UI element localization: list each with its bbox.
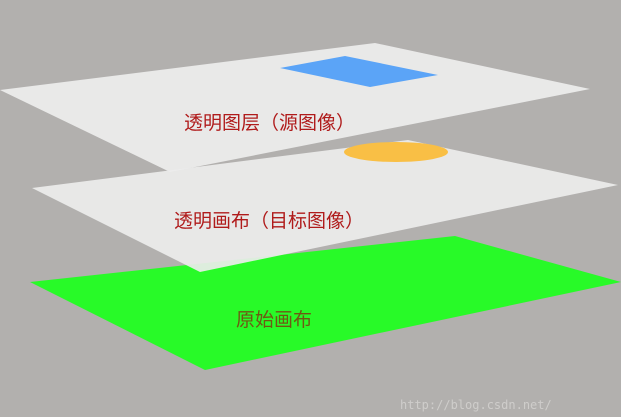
source-layer-label: 透明图层（源图像） (184, 112, 355, 134)
watermark-text: http://blog.csdn.net/ (400, 398, 552, 412)
source-layer-plane (0, 43, 590, 172)
base-canvas-label: 原始画布 (236, 309, 312, 331)
target-canvas-plane (32, 140, 618, 272)
base-canvas-plane (30, 236, 621, 370)
source-rectangle-shape (280, 56, 438, 87)
target-ellipse-shape (344, 142, 448, 162)
target-canvas-label: 透明画布（目标图像） (174, 210, 364, 232)
